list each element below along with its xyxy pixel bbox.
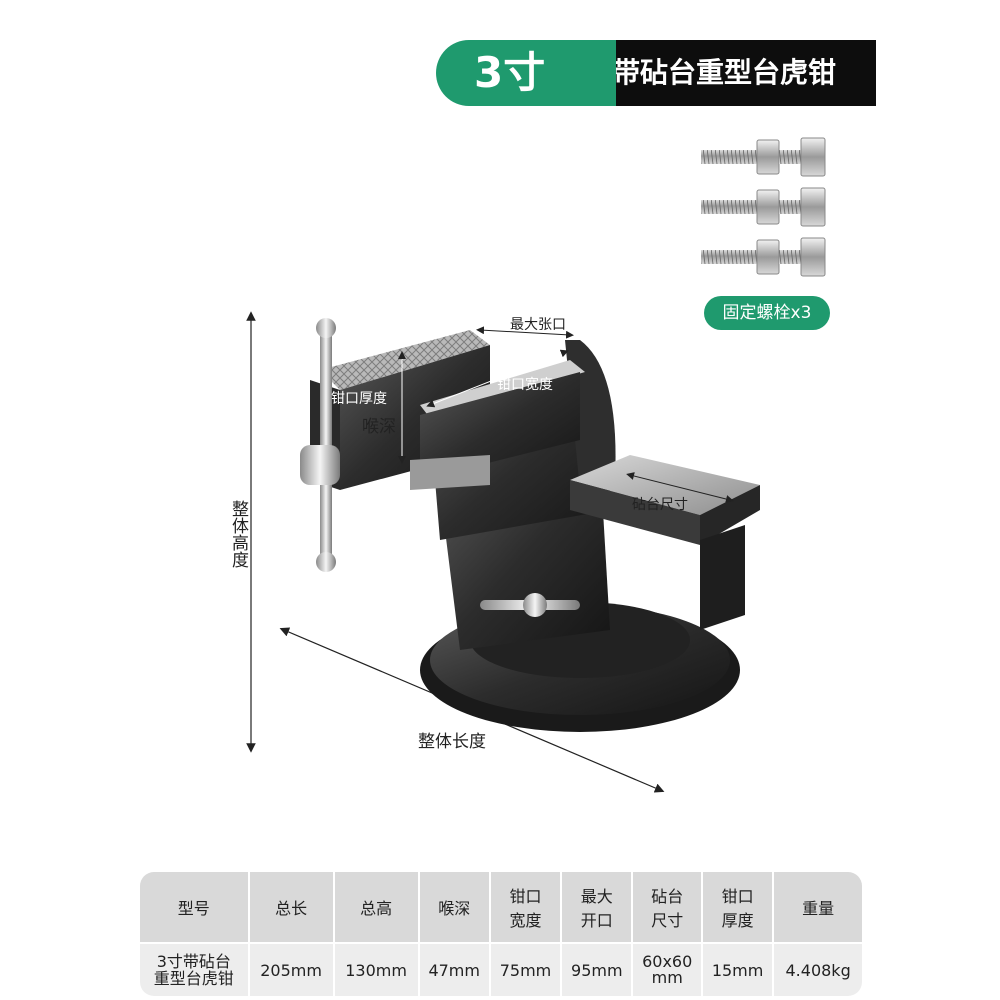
spec-value: 60x60 mm [633,944,701,996]
spec-header: 型号 [140,872,248,942]
bolt-icon [701,187,826,227]
spec-header: 喉深 [419,872,489,942]
size-badge: 3寸 [436,40,616,106]
spec-header: 总长 [249,872,333,942]
bolts-illustration [701,137,826,277]
spec-header: 总高 [334,872,418,942]
spec-value: 205mm [249,944,333,996]
bolt-icon [701,137,826,177]
spec-table: 型号 总长 总高 喉深 钳口 宽度 最大 开口 砧台 尺寸 钳口 厚度 重量 3… [138,870,864,998]
spec-value: 95mm [562,944,632,996]
anvil-size-label: 砧台尺寸 [632,497,688,513]
overall-length-label: 整体长度 [418,732,486,752]
spec-header: 砧台 尺寸 [633,872,701,942]
spec-value-row: 3寸带砧台 重型台虎钳 205mm 130mm 47mm 75mm 95mm 6… [140,944,862,996]
max-opening-label: 最大张口 [510,317,566,333]
spec-value: 47mm [419,944,489,996]
spec-value: 15mm [702,944,773,996]
spec-value: 4.408kg [774,944,862,996]
product-name: 带砧台重型台虎钳 [572,40,876,106]
overall-height-label: 整体高度 [228,500,248,568]
spec-value: 75mm [490,944,561,996]
spec-header: 钳口 厚度 [702,872,773,942]
jaw-thickness-label: 钳口厚度 [331,391,387,407]
spec-value: 130mm [334,944,418,996]
throat-depth-label: 喉深 [362,417,396,437]
spec-header-row: 型号 总长 总高 喉深 钳口 宽度 最大 开口 砧台 尺寸 钳口 厚度 重量 [140,872,862,942]
title-banner: 带砧台重型台虎钳 3寸 [436,40,876,106]
bolt-icon [701,237,826,277]
spec-header: 钳口 宽度 [490,872,561,942]
spec-value: 3寸带砧台 重型台虎钳 [140,944,248,996]
spec-header: 重量 [774,872,862,942]
jaw-width-label: 钳口宽度 [497,377,553,393]
bolts-label: 固定螺栓x3 [704,296,830,330]
spec-header: 最大 开口 [562,872,632,942]
bench-vise-illustration [300,318,760,732]
